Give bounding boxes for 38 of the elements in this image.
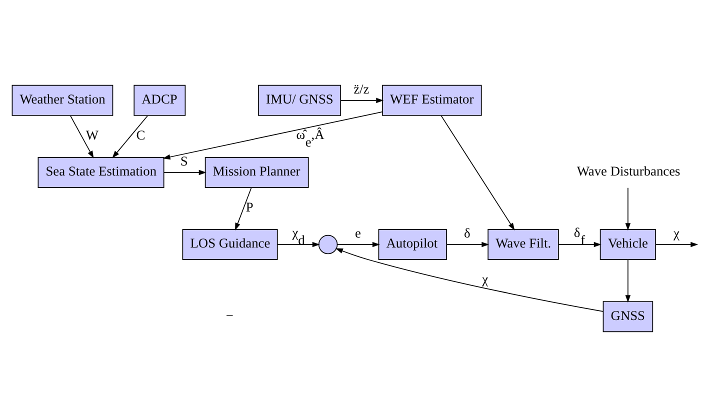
edge-label: P: [246, 200, 254, 215]
edge-label: S: [180, 154, 188, 169]
arrow: [277, 242, 320, 248]
node-box: Weather Station: [12, 84, 114, 116]
edge-label: z̈/z: [354, 82, 370, 97]
arrow: [558, 242, 602, 248]
arrow: [112, 115, 148, 158]
edge-label: χ: [673, 226, 680, 241]
node-box: WEF Estimator: [382, 84, 482, 116]
arrow: [625, 260, 631, 303]
node-box: Wave Filt.: [488, 229, 559, 260]
arrow: [164, 170, 206, 176]
arrow: [655, 242, 698, 248]
node-box: GNSS: [602, 301, 654, 332]
arrow: [335, 248, 604, 312]
arrow: [625, 187, 631, 231]
edge-label: e: [355, 226, 362, 241]
edge-label: W: [86, 128, 99, 143]
node-box: Autopilot: [378, 229, 447, 260]
arrow: [340, 98, 384, 104]
edge-label: δ: [464, 226, 470, 241]
node-box: ADCP: [134, 84, 186, 116]
arrow: [337, 242, 380, 248]
node-text: Wave Disturbances: [576, 164, 680, 179]
arrow: [235, 187, 252, 231]
node-box: Sea State Estimation: [38, 156, 164, 188]
node-box: Mission Planner: [204, 156, 309, 188]
label: −: [226, 308, 234, 323]
edge-label: χ: [482, 272, 488, 287]
node-box: Vehicle: [600, 229, 656, 260]
arrow: [446, 242, 490, 248]
node-circle: [318, 234, 338, 254]
node-box: IMU/ GNSS: [258, 84, 342, 116]
arrow: [162, 111, 383, 160]
arrow: [70, 115, 94, 158]
edge-label: C: [136, 128, 146, 143]
node-box: LOS Guidance: [182, 229, 278, 260]
arrow: [440, 115, 515, 230]
